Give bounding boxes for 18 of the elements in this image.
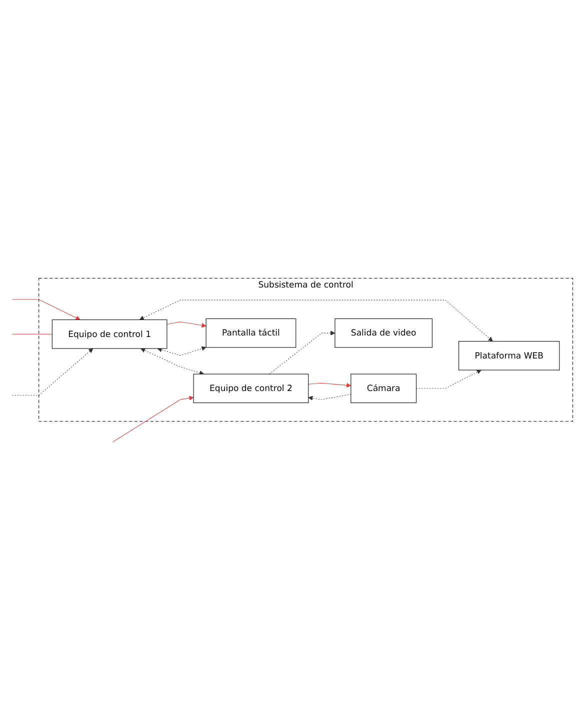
connector-line <box>12 334 52 335</box>
arrow <box>308 394 352 401</box>
arrow <box>166 322 206 328</box>
arrow <box>12 300 80 320</box>
node-box: Plataforma WEB <box>458 341 560 371</box>
arrow <box>157 346 206 356</box>
arrow <box>12 348 94 396</box>
arrow <box>112 396 194 443</box>
arrow <box>139 300 493 342</box>
arrow <box>140 348 204 376</box>
node-box: Salida de video <box>334 318 432 348</box>
node-box: Equipo de control 1 <box>52 320 168 350</box>
arrow <box>416 370 482 390</box>
arrow <box>269 331 336 375</box>
node-box: Equipo de control 2 <box>193 374 309 404</box>
node-box: Cámara <box>350 374 416 404</box>
arrow <box>308 383 352 388</box>
node-box: Pantalla táctil <box>206 318 296 348</box>
